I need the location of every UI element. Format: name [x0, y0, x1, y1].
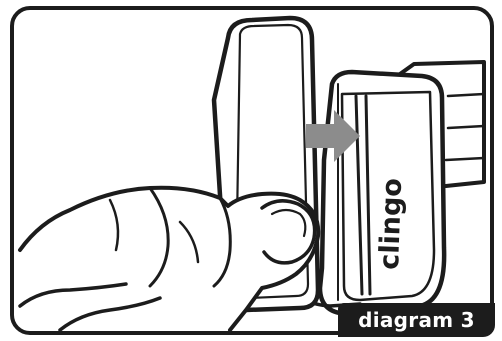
- brand-text: clingo: [374, 178, 408, 271]
- diagram-label: diagram 3: [338, 303, 495, 337]
